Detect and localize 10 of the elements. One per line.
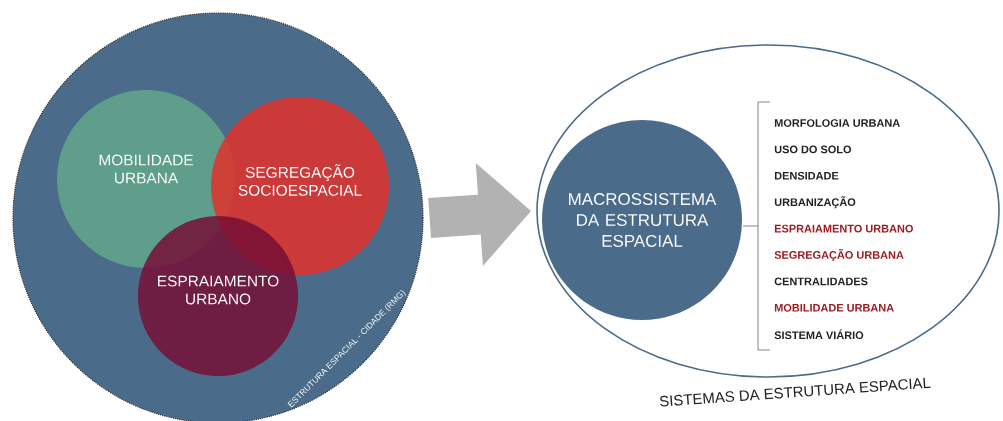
list-item: DENSIDADE	[774, 171, 839, 180]
node-label: SISTEMAS DA ESTRUTURA ESPACIAL	[660, 377, 931, 407]
list-item: USO DO SOLO	[774, 145, 852, 154]
list-item: MORFOLOGIA URBANA	[774, 119, 900, 127]
list-item: URBANIZAÇÃO	[774, 196, 856, 209]
list-item: MOBILIDADE URBANA	[774, 303, 894, 312]
list-item: ESPRAIAMENTO URBANO	[774, 224, 913, 233]
list-item: SISTEMA VIÁRIO	[774, 329, 864, 340]
list-item: SEGREGAÇÃO URBANA	[774, 249, 904, 261]
list-item: CENTRALIDADES	[774, 277, 868, 286]
